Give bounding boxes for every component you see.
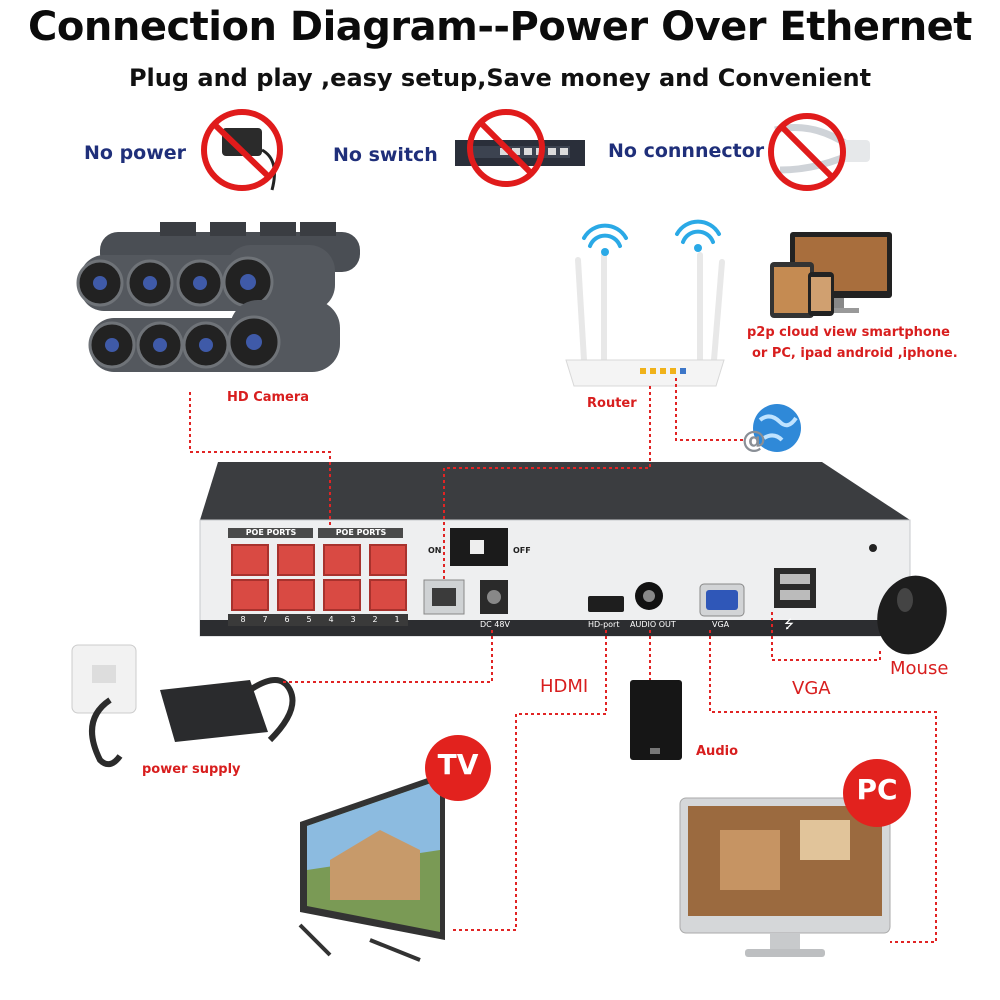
p2p-label-line1: p2p cloud view smartphone [747, 325, 950, 340]
usb-icon: ⭍ [784, 617, 794, 631]
port-number: 3 [350, 615, 356, 624]
hd-camera-label: HD Camera [227, 390, 310, 405]
port-number: 8 [240, 615, 246, 624]
power-supply-icon [71, 644, 296, 768]
no-switch-label: No switch [333, 144, 438, 166]
mouse-label: Mouse [890, 658, 949, 679]
svg-text:@: @ [742, 426, 766, 454]
router-label: Router [587, 396, 637, 411]
switch-on-label: ON [428, 546, 442, 555]
port-number: 4 [328, 615, 334, 624]
mouse-icon [877, 575, 947, 655]
page-subtitle: Plug and play ,easy setup,Save money and… [128, 64, 872, 92]
no-power-icon [201, 109, 283, 191]
p2p-label-line2: or PC, ipad android ,iphone. [752, 346, 958, 361]
audio-label: Audio [696, 744, 739, 759]
tv-icon [298, 772, 445, 962]
poe-ports-label-right: POE PORTS [335, 528, 387, 537]
internet-globe-icon: @ [742, 404, 801, 454]
hd-camera-group [76, 222, 360, 372]
devices-icon [770, 232, 892, 318]
hdmi-label: HDMI [540, 676, 589, 697]
dc-label: DC 48V [480, 620, 510, 629]
page-title: Connection Diagram--Power Over Ethernet [28, 4, 972, 50]
port-number: 5 [306, 615, 312, 624]
port-number: 2 [372, 615, 378, 624]
no-switch-icon [455, 109, 585, 187]
pc-badge [843, 759, 911, 827]
nvr-device [199, 462, 911, 637]
pc-badge-label: PC [856, 773, 898, 806]
port-number: 6 [284, 615, 290, 624]
poe-ports-label-left: POE PORTS [245, 528, 297, 537]
power-supply-label: power supply [142, 762, 241, 777]
connection-lines [189, 378, 937, 943]
vga-port-label: VGA [712, 620, 730, 629]
no-power-label: No power [84, 142, 187, 164]
port-number: 1 [394, 615, 400, 624]
tv-badge [425, 735, 491, 801]
tv-badge-label: TV [437, 748, 479, 781]
audio-speaker-icon [630, 680, 682, 760]
pc-monitor-icon [679, 797, 891, 957]
vga-label: VGA [792, 678, 831, 699]
no-connector-label: No connnector [608, 140, 765, 162]
audio-out-label: AUDIO OUT [630, 620, 676, 629]
hdmi-port-label: HD-port [588, 620, 620, 629]
port-number: 7 [262, 615, 268, 624]
switch-off-label: OFF [513, 546, 531, 555]
port-numbers: 8 7 6 5 4 3 2 1 [232, 615, 408, 624]
no-connector-icon [768, 113, 870, 191]
router-icon [565, 219, 725, 387]
